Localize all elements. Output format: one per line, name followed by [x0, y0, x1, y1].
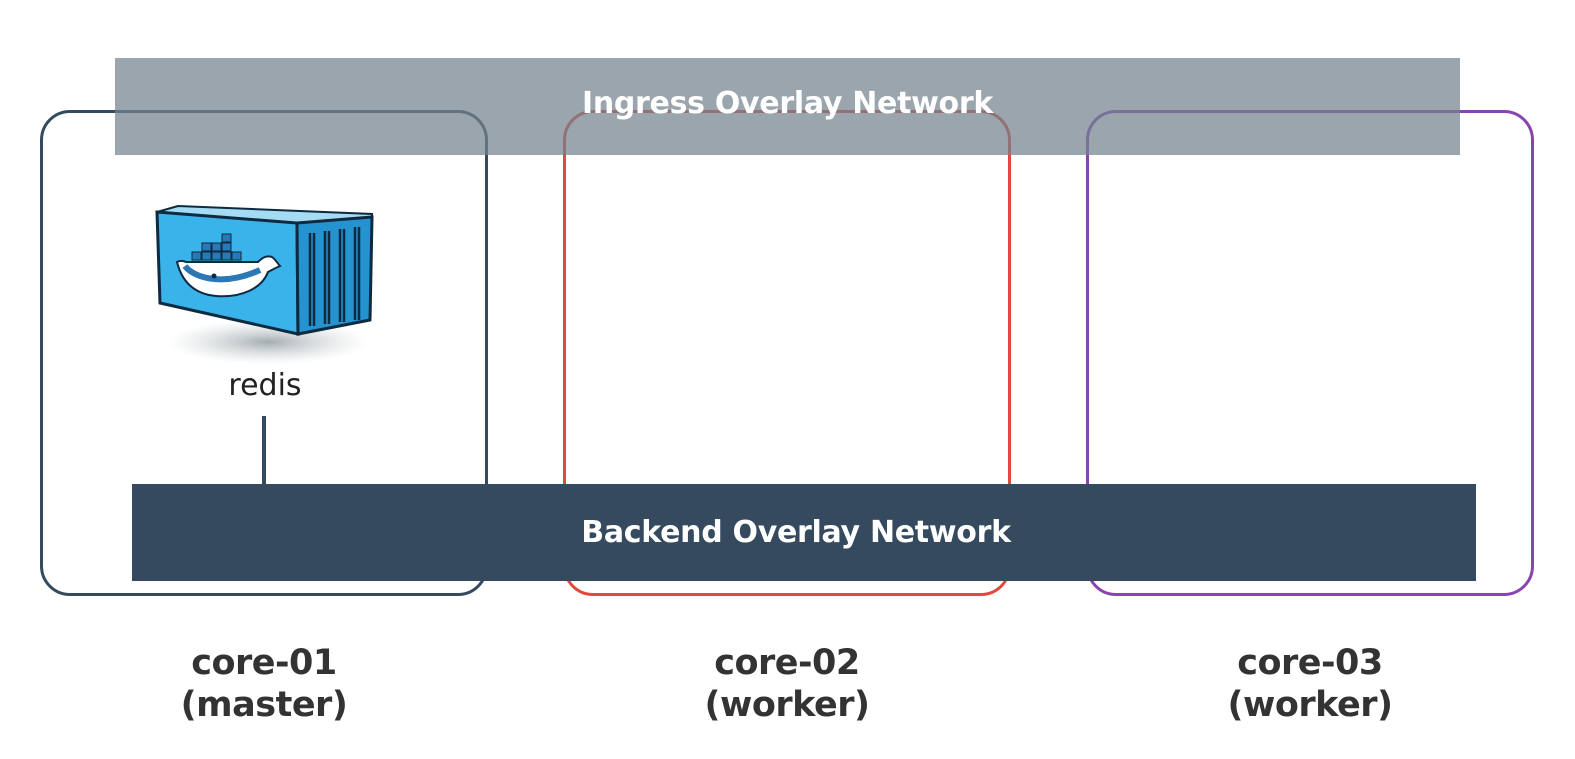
node-role: (worker) [704, 685, 870, 725]
backend-overlay-network: Backend Overlay Network [132, 484, 1476, 581]
backend-network-label: Backend Overlay Network [581, 515, 1011, 550]
node-caption-core-02: core-02 (worker) [637, 642, 937, 726]
ingress-overlay-network: Ingress Overlay Network [115, 58, 1460, 155]
node-role: (worker) [1227, 685, 1393, 725]
node-name: core-01 [191, 643, 337, 683]
node-name: core-03 [1237, 643, 1383, 683]
service-label-redis: redis [228, 368, 302, 403]
node-caption-core-01: core-01 (master) [114, 642, 414, 726]
node-role: (master) [180, 685, 348, 725]
service-network-link [262, 416, 266, 484]
docker-container-icon [150, 200, 380, 370]
node-name: core-02 [714, 643, 860, 683]
ingress-network-label: Ingress Overlay Network [581, 86, 994, 121]
node-caption-core-03: core-03 (worker) [1160, 642, 1460, 726]
